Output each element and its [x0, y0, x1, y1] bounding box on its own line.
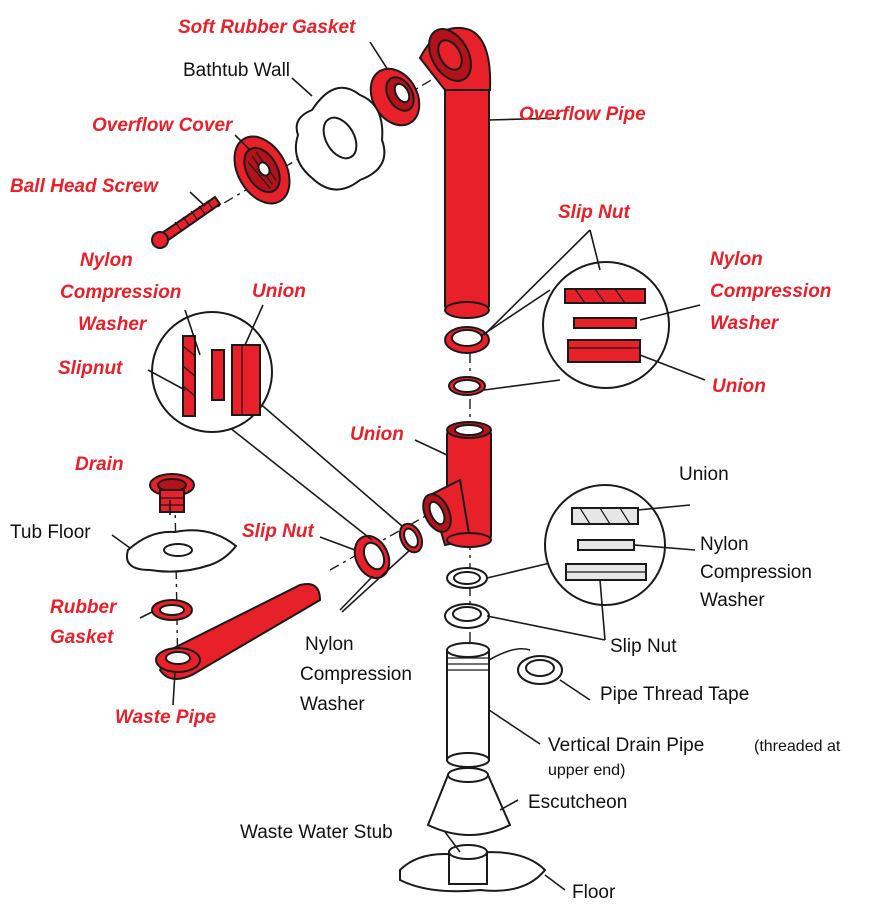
label-rubber-gasket-2: Gasket	[50, 627, 114, 648]
drain	[149, 473, 195, 513]
label-union-left: Union	[252, 281, 306, 302]
waste-pipe	[155, 583, 322, 680]
label-slipnut-left: Slipnut	[58, 358, 123, 379]
label-soft-rubber-gasket: Soft Rubber Gasket	[178, 17, 356, 38]
overflow-nylon-washer	[448, 376, 486, 396]
label-nylon-left-2: Compression	[60, 282, 181, 303]
label-union-right: Union	[712, 376, 766, 397]
label-threaded-note-1: (threaded at	[754, 738, 841, 755]
soft-rubber-gasket	[369, 67, 421, 127]
label-nylon-mid-3: Washer	[300, 694, 365, 715]
label-union-center: Union	[350, 424, 404, 445]
leader-lines	[111, 41, 706, 891]
overflow-pipe	[418, 26, 492, 319]
label-slip-nut-right: Slip Nut	[558, 202, 630, 223]
label-nylon-mid-2: Compression	[300, 664, 412, 685]
escutcheon	[426, 767, 512, 836]
label-overflow-cover: Overflow Cover	[92, 115, 234, 136]
waste-water-stub	[448, 844, 488, 885]
detail-circle-lower	[486, 484, 666, 606]
label-nylon-right-2: Compression	[710, 281, 831, 302]
lower-slip-nut	[444, 603, 490, 629]
label-nylon-lower-3: Washer	[700, 590, 765, 611]
waste-nylon-washer	[398, 522, 424, 554]
pipe-thread-tape	[488, 647, 563, 685]
waste-slip-nut	[353, 534, 391, 580]
label-threaded-note-2: upper end)	[548, 762, 625, 779]
vertical-drain-pipe	[446, 642, 490, 768]
label-bathtub-wall: Bathtub Wall	[183, 60, 290, 81]
detail-circle-right	[480, 261, 670, 391]
lower-nylon-washer	[446, 567, 488, 589]
label-escutcheon: Escutcheon	[528, 792, 627, 813]
label-union-lower: Union	[679, 464, 729, 485]
label-waste-water-stub: Waste Water Stub	[240, 822, 393, 843]
ball-head-screw	[151, 195, 222, 249]
union-tee	[422, 421, 492, 548]
label-pipe-thread-tape: Pipe Thread Tape	[600, 684, 749, 705]
label-ball-head-screw: Ball Head Screw	[10, 176, 159, 197]
label-tub-floor: Tub Floor	[10, 522, 91, 543]
label-nylon-mid-1: Nylon	[305, 634, 354, 655]
label-vertical-drain-pipe: Vertical Drain Pipe	[548, 735, 704, 756]
label-nylon-right-3: Washer	[710, 313, 780, 334]
tub-floor	[126, 529, 238, 573]
label-nylon-left-1: Nylon	[80, 250, 133, 271]
bathtub-wall	[294, 86, 386, 191]
label-overflow-pipe: Overflow Pipe	[519, 104, 646, 125]
overflow-slip-nut	[444, 326, 490, 354]
label-nylon-left-3: Washer	[78, 314, 148, 335]
label-rubber-gasket-1: Rubber	[50, 597, 118, 618]
detail-circle-left	[151, 311, 403, 541]
overflow-cover	[233, 135, 291, 205]
label-waste-pipe: Waste Pipe	[115, 707, 216, 728]
label-floor: Floor	[572, 882, 616, 903]
label-slip-nut-center: Slip Nut	[242, 521, 314, 542]
label-nylon-right-1: Nylon	[710, 249, 763, 270]
label-nylon-lower-1: Nylon	[700, 534, 749, 555]
label-nylon-lower-2: Compression	[700, 562, 812, 583]
label-slip-nut-lower: Slip Nut	[610, 636, 677, 657]
rubber-gasket	[151, 599, 193, 621]
label-drain: Drain	[75, 454, 124, 475]
